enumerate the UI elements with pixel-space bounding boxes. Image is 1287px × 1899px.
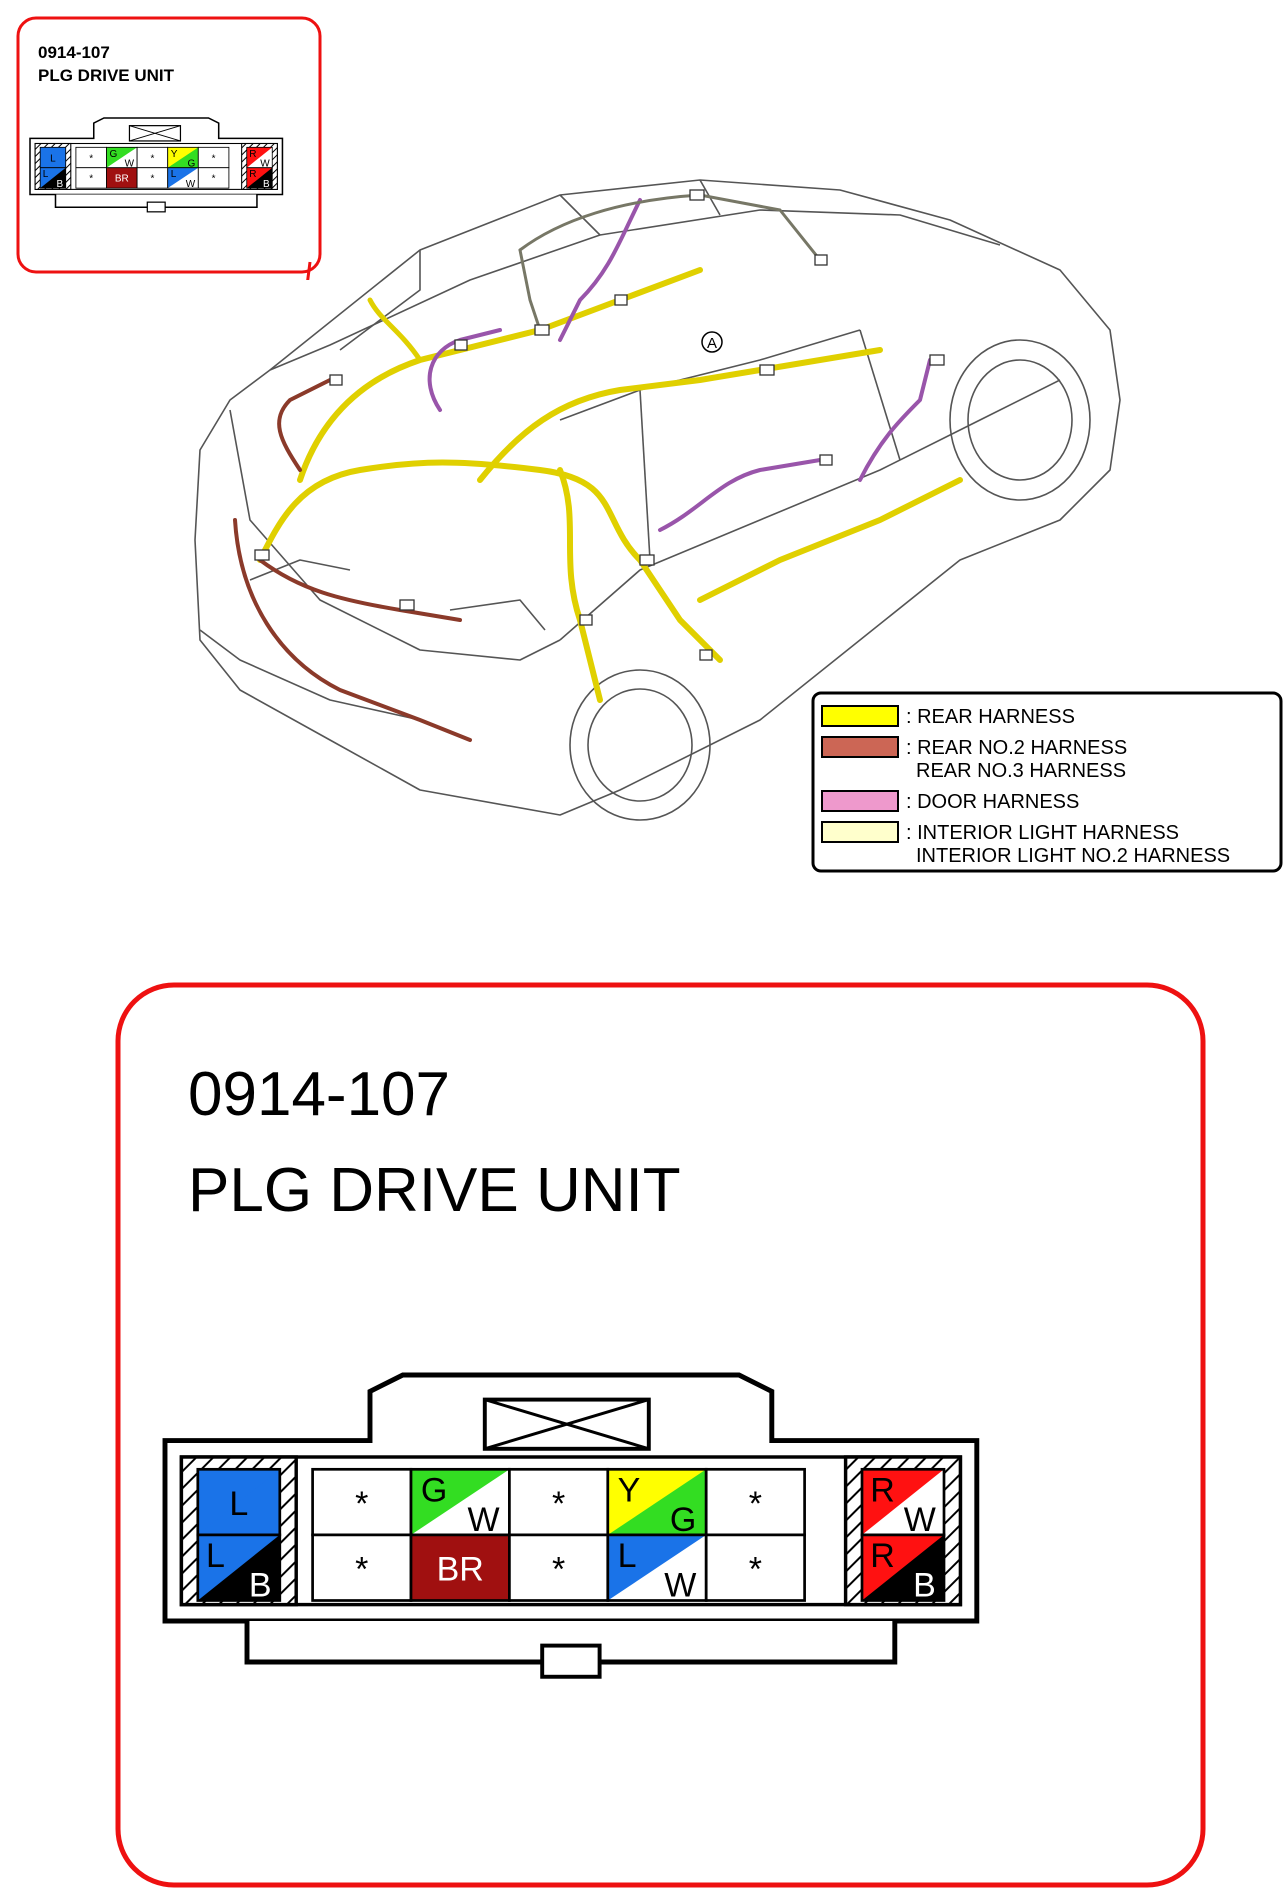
pin-p12-base: L xyxy=(618,1537,637,1575)
pin-p2-code: * xyxy=(89,153,93,164)
pin-p5: YG xyxy=(167,146,199,170)
pin-p10: BR xyxy=(409,1533,511,1602)
reference-marker-label: A xyxy=(707,335,717,352)
pin-p11-code: * xyxy=(150,174,154,185)
pin-p3: GW xyxy=(106,146,138,170)
pin-p7: RW xyxy=(860,1467,946,1539)
pin-p12: LW xyxy=(606,1533,708,1604)
pin-p3-base: G xyxy=(110,149,118,160)
legend-item-3: : DOOR HARNESS xyxy=(821,790,1079,813)
pin-p13-code: * xyxy=(212,174,216,185)
pin-p7-stripe: W xyxy=(904,1501,936,1539)
pin-p1-code: L xyxy=(229,1485,248,1523)
pin-p9-code: * xyxy=(89,174,93,185)
pin-p10: BR xyxy=(106,167,138,189)
pin-p8: LB xyxy=(196,1533,282,1604)
pin-p3-stripe: W xyxy=(125,159,135,170)
legend-label: : REAR NO.2 HARNESS xyxy=(906,737,1127,759)
pin-p4-code: * xyxy=(150,153,154,164)
small-callout: 0914-107 PLG DRIVE UNIT L*GW*YG*RWLB*BR*… xyxy=(16,16,322,280)
vehicle-harness-illustration: A xyxy=(194,179,1121,821)
reference-marker-circle xyxy=(701,331,723,353)
pin-p7-stripe: W xyxy=(260,159,270,170)
pin-p11: * xyxy=(136,167,169,189)
pin-p2: * xyxy=(75,146,107,169)
large-connector-latch-x xyxy=(484,1398,650,1451)
pin-p4: * xyxy=(508,1467,610,1537)
pin-p7: RW xyxy=(246,146,273,170)
large-part-number: 0914-107 xyxy=(188,1060,450,1129)
pin-p7-base: R xyxy=(870,1472,895,1510)
pin-p6-code: * xyxy=(749,1485,762,1523)
pin-p14-stripe: B xyxy=(913,1566,936,1604)
pin-p14: RB xyxy=(860,1533,946,1604)
pin-p8-base: L xyxy=(43,169,49,180)
pin-p2-code: * xyxy=(355,1485,368,1523)
pin-p7-base: R xyxy=(249,149,256,160)
legend-label: : REAR HARNESS xyxy=(906,706,1075,728)
pin-p6: * xyxy=(197,146,230,169)
pin-p9-code: * xyxy=(355,1551,368,1589)
pin-p12-stripe: W xyxy=(186,179,196,190)
pin-p14-base: R xyxy=(249,169,256,180)
pin-p2: * xyxy=(311,1467,413,1537)
legend-label: INTERIOR LIGHT NO.2 HARNESS xyxy=(916,845,1230,867)
pin-p12: LW xyxy=(167,167,199,190)
large-connector-name: PLG DRIVE UNIT xyxy=(188,1156,681,1225)
legend-frame xyxy=(811,691,1283,873)
pin-p5-stripe: G xyxy=(670,1501,696,1539)
small-connector-bottom-key xyxy=(146,201,166,213)
pin-p11-code: * xyxy=(552,1551,565,1589)
legend-label: REAR NO.3 HARNESS xyxy=(916,760,1126,782)
pin-p5-base: Y xyxy=(171,149,178,160)
pin-p1-code: L xyxy=(50,153,56,164)
pin-p12-base: L xyxy=(171,169,177,180)
pin-p1: L xyxy=(196,1467,282,1537)
small-part-number: 0914-107 xyxy=(38,43,110,62)
legend-item-1: : REAR HARNESS xyxy=(821,705,1075,728)
large-connector-bottom-key xyxy=(540,1643,602,1679)
pin-p13-code: * xyxy=(749,1551,762,1589)
pin-p4-code: * xyxy=(552,1485,565,1523)
pin-p3-base: G xyxy=(421,1472,447,1510)
pin-p13: * xyxy=(704,1533,806,1602)
pin-p3: GW xyxy=(409,1467,511,1539)
large-connector-view: 0914-107 PLG DRIVE UNIT L*GW*YG*RWLB*BR*… xyxy=(115,982,1206,1888)
pin-p10-code: BR xyxy=(437,1551,484,1589)
pin-p14-stripe: B xyxy=(263,179,270,190)
legend-swatch xyxy=(821,736,899,758)
pin-p10-code: BR xyxy=(115,174,129,185)
pin-p14-base: R xyxy=(870,1537,895,1575)
legend-swatch xyxy=(821,705,899,727)
pin-p9: * xyxy=(75,167,107,189)
legend-label: : INTERIOR LIGHT HARNESS xyxy=(906,822,1179,844)
pin-p1: L xyxy=(39,146,67,169)
pin-p8: LB xyxy=(39,167,67,190)
pin-p6: * xyxy=(704,1467,806,1537)
small-connector-latch-x xyxy=(129,125,181,142)
legend-swatch xyxy=(821,821,899,843)
pin-p8-base: L xyxy=(206,1537,225,1575)
pin-p5-stripe: G xyxy=(187,159,195,170)
pin-p5-base: Y xyxy=(618,1472,641,1510)
pin-p13: * xyxy=(197,167,230,189)
legend-swatch xyxy=(821,790,899,812)
small-connector-name: PLG DRIVE UNIT xyxy=(38,66,175,85)
pin-p6-code: * xyxy=(212,153,216,164)
pin-p3-stripe: W xyxy=(467,1501,499,1539)
legend-label: : DOOR HARNESS xyxy=(906,791,1079,813)
pin-p8-stripe: B xyxy=(56,179,63,190)
pin-p8-stripe: B xyxy=(249,1566,272,1604)
pin-p11: * xyxy=(508,1533,610,1602)
pin-p12-stripe: W xyxy=(664,1566,696,1604)
pin-p14: RB xyxy=(246,167,273,190)
pin-p9: * xyxy=(311,1533,413,1602)
pin-p5: YG xyxy=(606,1467,708,1539)
pin-p4: * xyxy=(136,146,169,169)
